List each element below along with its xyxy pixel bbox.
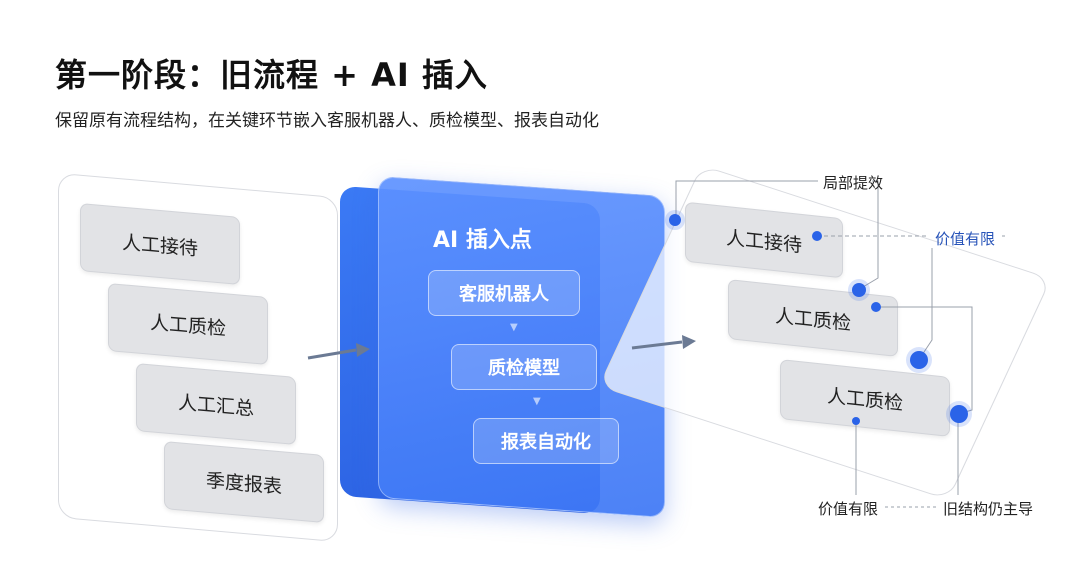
annotation-limited-value-top: 价值有限 — [935, 230, 996, 248]
ai-card-qc-model: 质检模型 — [451, 344, 597, 390]
marker-dot — [852, 417, 860, 425]
marker-dot — [852, 283, 866, 297]
page-subtitle: 保留原有流程结构，在关键环节嵌入客服机器人、质检模型、报表自动化 — [55, 111, 599, 131]
ai-down-arrow-1: ▼ — [510, 322, 518, 333]
marker-dot — [910, 351, 928, 369]
ai-card-report-auto: 报表自动化 — [473, 418, 619, 464]
annotation-limited-value-bottom: 价值有限 — [818, 500, 879, 518]
annotation-local-efficiency: 局部提效 — [823, 174, 884, 192]
page-title: 第一阶段：旧流程 + AI 插入 — [55, 56, 488, 94]
ai-panel-title: AI 插入点 — [433, 228, 532, 253]
marker-dot — [669, 214, 681, 226]
marker-dot — [950, 405, 968, 423]
annotation-old-structure: 旧结构仍主导 — [943, 500, 1034, 518]
marker-dot — [812, 231, 822, 241]
ai-down-arrow-2: ▼ — [533, 396, 541, 407]
ai-card-bot: 客服机器人 — [428, 270, 580, 316]
marker-dot — [871, 302, 881, 312]
